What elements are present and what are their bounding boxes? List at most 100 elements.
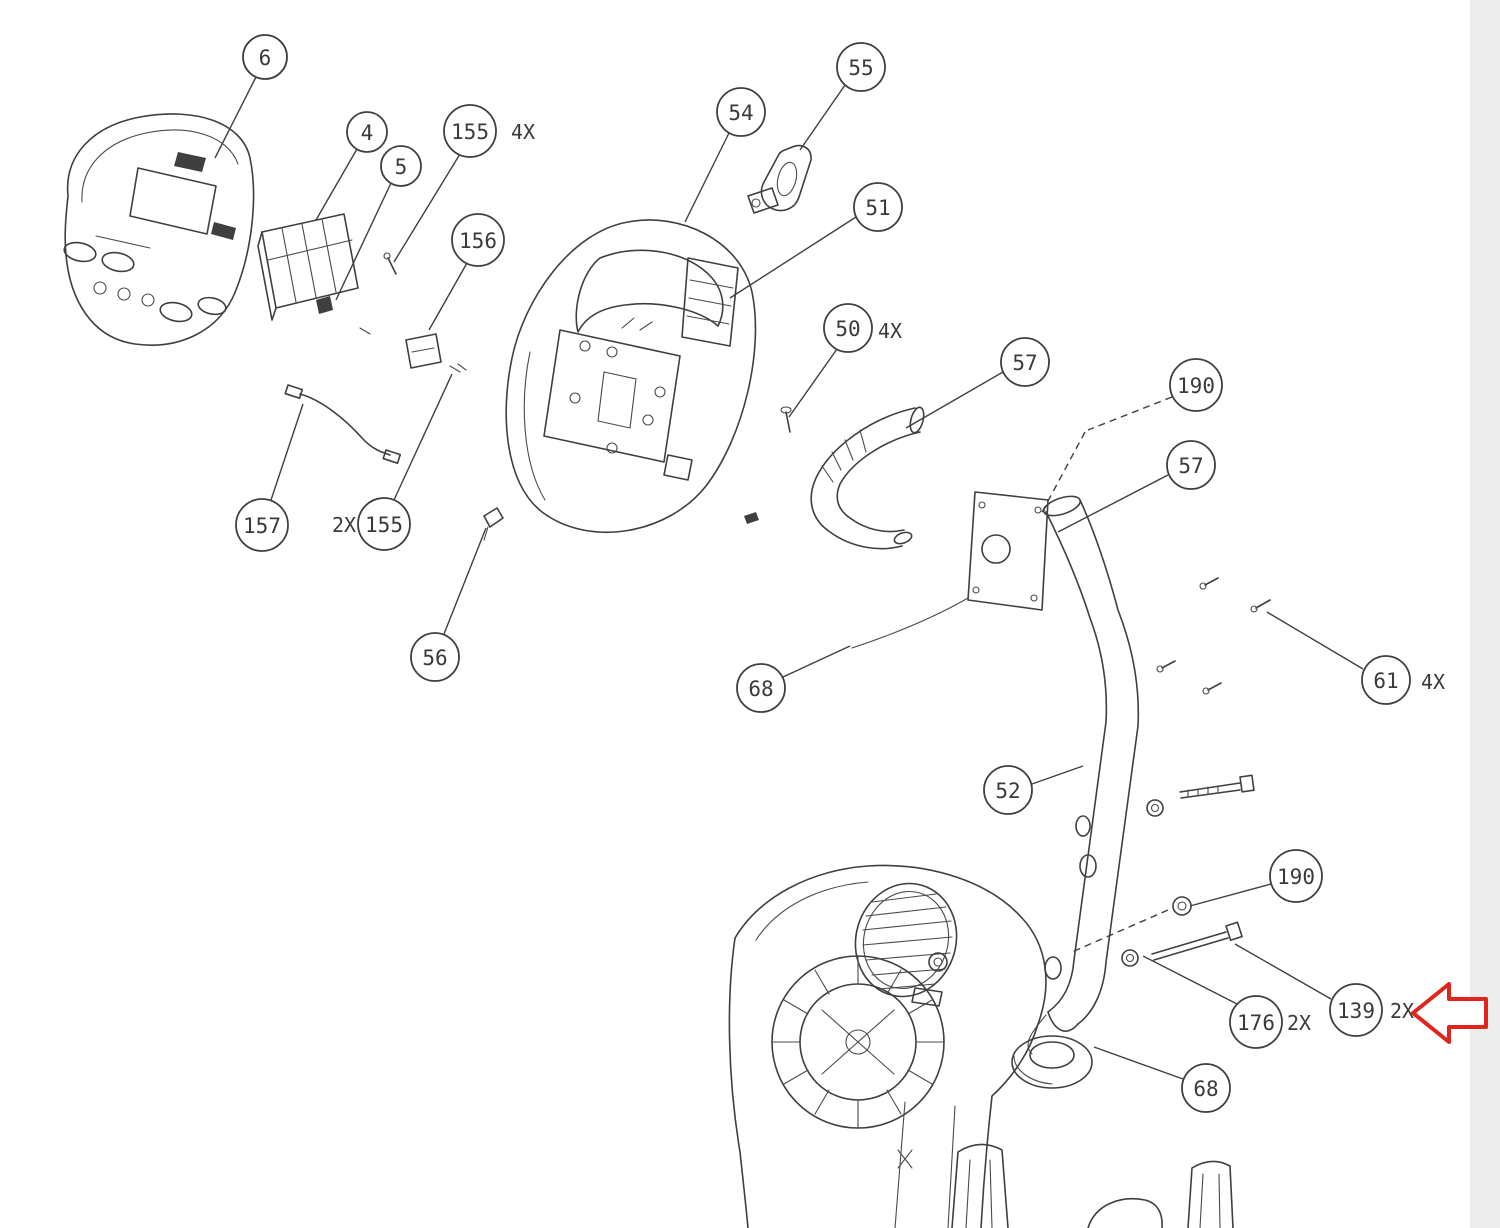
- callout-61: 61 4X: [1266, 611, 1445, 705]
- callout-57-left: 57: [905, 337, 1050, 429]
- callout-155-top: 155 4X: [393, 104, 535, 263]
- callout-label: 55: [848, 56, 873, 80]
- console-button: [63, 241, 97, 263]
- battery-contact: [316, 296, 333, 314]
- callout-68-upper: 68: [736, 645, 851, 713]
- callout-label: 6: [259, 46, 272, 70]
- mast-hole: [1079, 854, 1097, 878]
- callout-label: 156: [459, 229, 497, 253]
- flywheel-housing: [728, 864, 1047, 1228]
- page-edge: [1470, 0, 1500, 1228]
- mast-hole: [1075, 815, 1091, 837]
- bolt-139: [1121, 921, 1243, 967]
- bracket: [911, 987, 943, 1007]
- console-assembly: [63, 113, 255, 346]
- console-button: [197, 296, 227, 316]
- cable-connector: [284, 384, 304, 399]
- grommet-68: [1011, 1035, 1093, 1089]
- cable-157: [284, 384, 402, 464]
- wire-68: [851, 597, 969, 649]
- cable-connector: [382, 449, 402, 464]
- callout-190-lower: 190: [1189, 849, 1323, 907]
- callout-139: 139 2X: [1234, 943, 1414, 1037]
- callout-55: 55: [799, 42, 886, 151]
- callout-qty: 4X: [511, 120, 535, 144]
- callout-155-bottom: 155 2X: [332, 373, 453, 551]
- callout-label: 68: [1193, 1077, 1218, 1101]
- callout-57-right: 57: [1057, 440, 1216, 533]
- callout-label: 5: [395, 155, 408, 179]
- console-button: [101, 251, 135, 273]
- screws-61: [1156, 577, 1271, 695]
- callout-label: 155: [451, 120, 489, 144]
- callout-52: 52: [983, 765, 1084, 815]
- callout-50: 50 4X: [788, 303, 902, 418]
- callout-qty: 4X: [1421, 670, 1445, 694]
- callout-qty: 2X: [332, 513, 356, 537]
- callout-176: 176 2X: [1142, 955, 1311, 1049]
- callout-51: 51: [729, 182, 903, 299]
- cover-tab: [663, 454, 693, 481]
- battery-holder: [257, 213, 371, 335]
- bracket-55: [747, 144, 812, 214]
- callout-label: 52: [995, 779, 1020, 803]
- bolt-head: [1225, 921, 1243, 942]
- callout-6: 6: [214, 34, 288, 159]
- washer: [1146, 799, 1164, 817]
- callout-54: 54: [684, 87, 766, 223]
- console-button: [159, 301, 193, 323]
- callout-label: 157: [243, 514, 281, 538]
- callout-label: 176: [1237, 1011, 1275, 1035]
- callout-label: 139: [1337, 999, 1375, 1023]
- callout-qty: 4X: [878, 319, 902, 343]
- callout-qty: 2X: [1287, 1011, 1311, 1035]
- red-highlight-arrow: [1411, 982, 1488, 1044]
- console-screen: [129, 167, 217, 235]
- screw-155: [383, 252, 397, 275]
- callout-label: 56: [422, 646, 447, 670]
- small-clip: [744, 512, 759, 524]
- handlebar-stem-and-mast: [1027, 495, 1140, 1055]
- washer-176: [1121, 949, 1139, 967]
- callout-label: 155: [365, 513, 403, 537]
- bolt-and-washer: [1146, 774, 1255, 817]
- callout-label: 54: [728, 101, 753, 125]
- callout-qty: 2X: [1390, 999, 1414, 1023]
- clip-156: [405, 333, 467, 373]
- fan-wheel: [771, 955, 945, 1129]
- plate-hole: [981, 534, 1011, 564]
- alignment-axis: [1039, 431, 1086, 517]
- callout-56: 56: [410, 527, 487, 682]
- console-back-cover: [505, 219, 757, 534]
- callout-label: 68: [748, 677, 773, 701]
- pedal-cap: [854, 882, 958, 998]
- cover-label-panel: [681, 257, 739, 347]
- battery-compartment: [543, 329, 681, 463]
- knob: [928, 952, 948, 972]
- frame-slats: [951, 1143, 1234, 1228]
- callout-5: 5: [335, 145, 422, 301]
- callout-label: 190: [1177, 374, 1215, 398]
- bolt-head: [1239, 774, 1255, 793]
- alignment-axis: [1071, 909, 1169, 953]
- handlebar-left: [810, 406, 925, 550]
- callout-157: 157: [235, 403, 304, 552]
- callout-label: 4: [361, 121, 374, 145]
- washer-190: [1172, 896, 1192, 916]
- cover-visor-opening: [575, 249, 724, 333]
- callout-156: 156: [428, 213, 505, 331]
- callout-68-lower: 68: [1093, 1046, 1231, 1113]
- callout-190-top: 190: [1087, 358, 1223, 431]
- console-top-port: [174, 152, 206, 172]
- pin-56: [483, 507, 504, 541]
- small-screw: [359, 327, 371, 335]
- callout-4: 4: [315, 111, 388, 221]
- callout-label: 50: [835, 317, 860, 341]
- callout-label: 61: [1373, 669, 1398, 693]
- screw-50: [780, 406, 792, 433]
- callout-label: 51: [865, 196, 890, 220]
- callout-label: 57: [1178, 454, 1203, 478]
- small-screws: [449, 363, 467, 373]
- callout-label: 57: [1012, 351, 1037, 375]
